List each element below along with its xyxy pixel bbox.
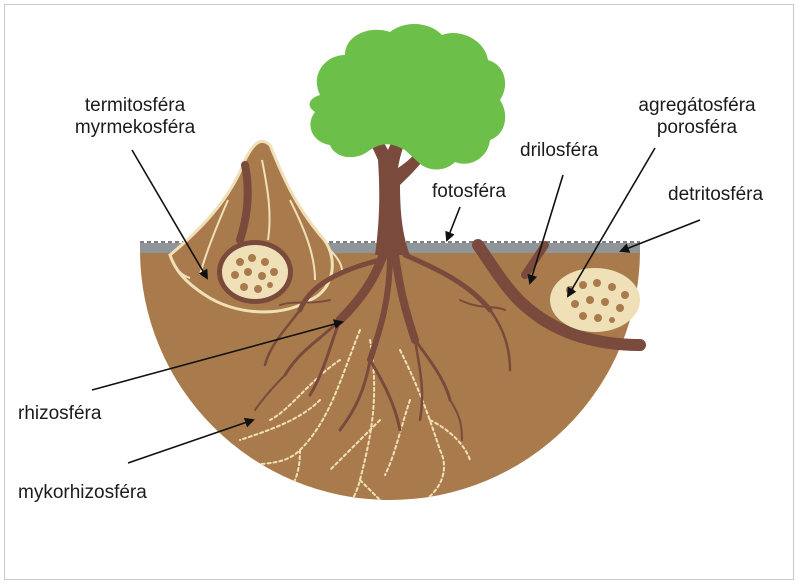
burrow-branch — [521, 241, 549, 279]
label-termitosfera: termitosféra — [84, 95, 186, 116]
label-mykorhizosfera: mykorhizosféra — [18, 482, 147, 503]
arrow-fotosfera — [445, 206, 461, 242]
label-myrmekosfera: myrmekosféra — [74, 117, 196, 138]
tree-canopy — [309, 24, 506, 170]
arrow-rhizosfera — [91, 319, 344, 391]
label-termitosfera-group: termitosféra myrmekosféra — [40, 95, 230, 139]
label-drilosfera: drilosféra — [520, 140, 599, 161]
label-fotosfera: fotosféra — [432, 181, 506, 202]
annotation-arrows — [91, 147, 701, 464]
label-detritosfera: detritosféra — [668, 184, 764, 205]
label-agregatosfera-group: agregátosféra porosféra — [612, 95, 782, 139]
arrow-drilosfera — [527, 174, 564, 285]
earthworm-burrow — [472, 239, 646, 351]
label-agregatosfera: agregátosféra — [638, 95, 756, 116]
arrow-agregatosfera — [566, 147, 656, 298]
image-border — [4, 4, 794, 580]
label-rhizosfera: rhizosféra — [18, 403, 102, 424]
arrow-detritosfera — [619, 219, 701, 253]
soil-aggregate — [550, 268, 640, 332]
label-porosfera: porosféra — [656, 117, 738, 138]
arrow-termitosfera — [131, 149, 209, 280]
arrow-mykorhizosfera — [127, 417, 255, 464]
termite-mound — [168, 139, 343, 314]
